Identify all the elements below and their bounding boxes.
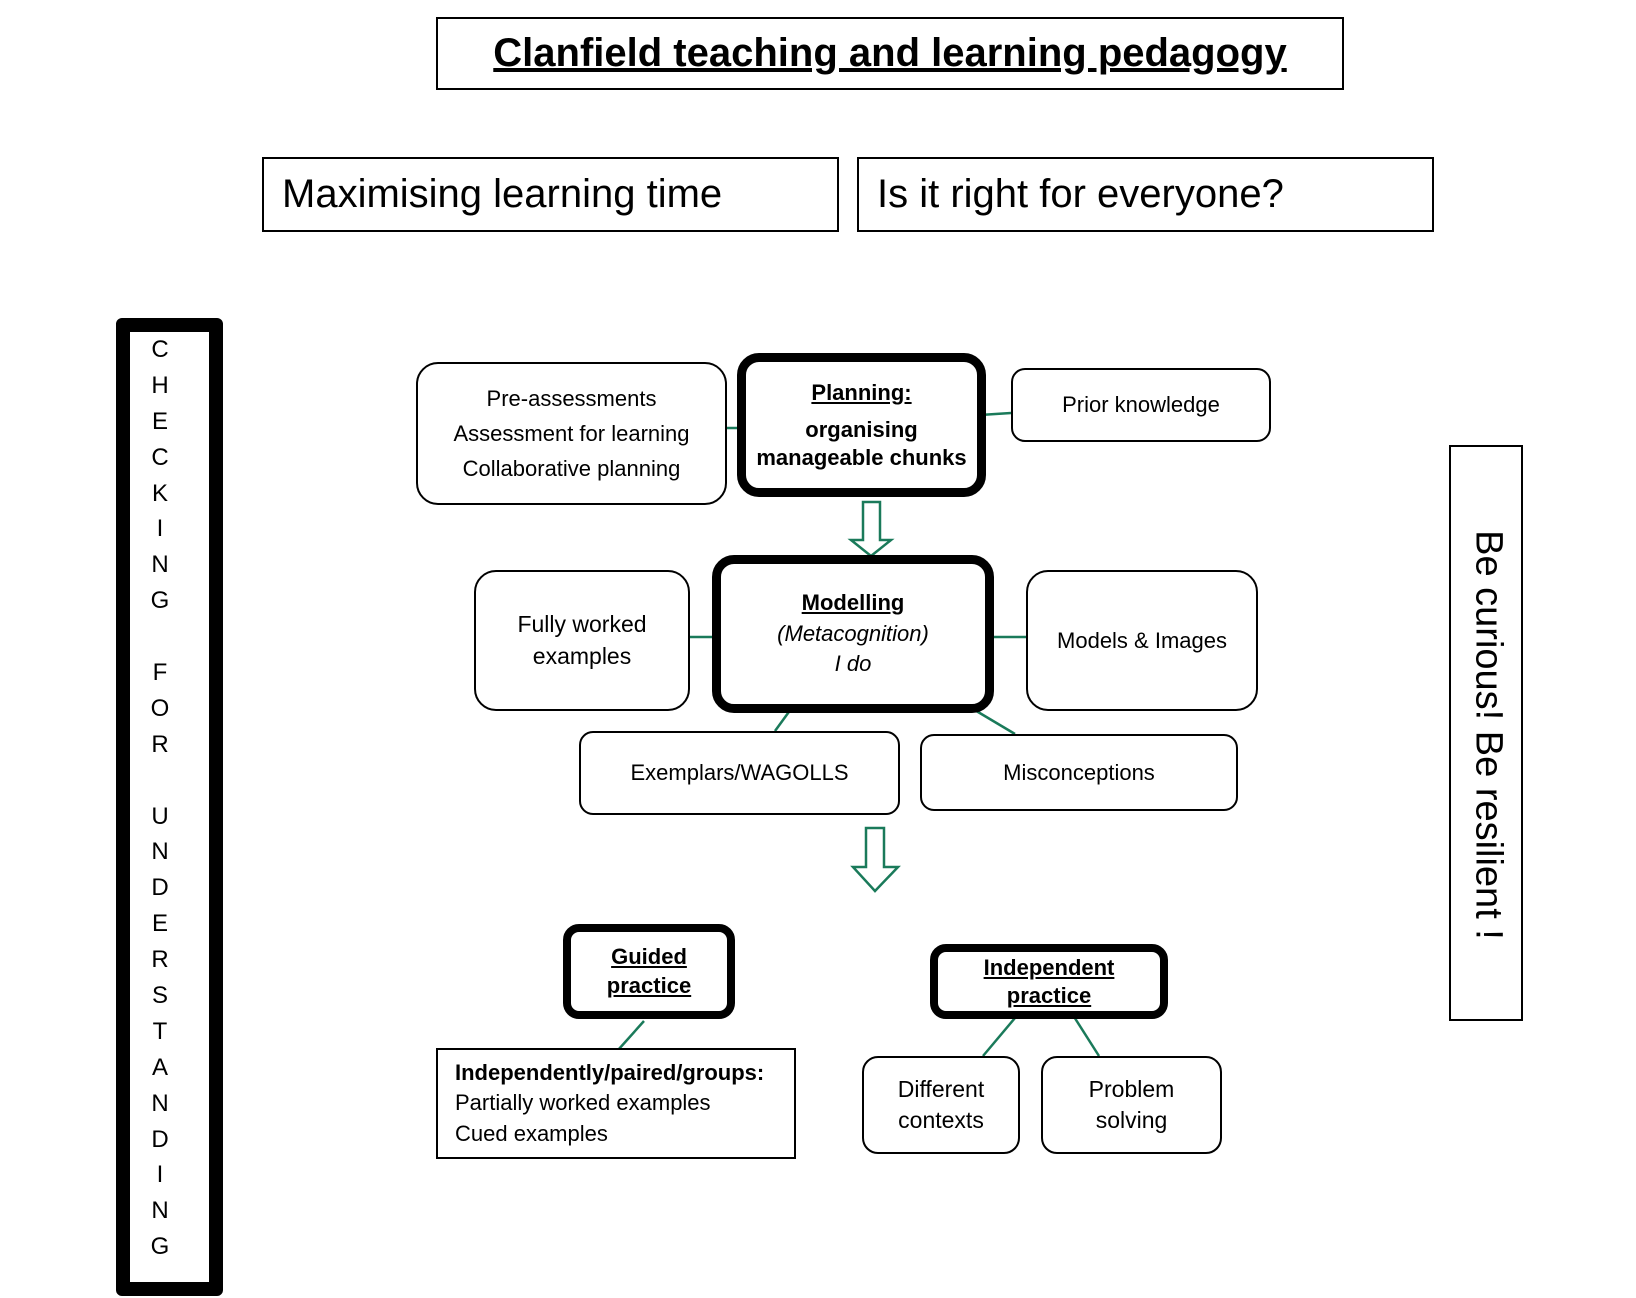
arrow-down-2: [850, 826, 901, 893]
vertical-letter: C: [151, 336, 169, 363]
problem-solving-line: solving: [1095, 1107, 1168, 1133]
header-right-for-everyone-text: Is it right for everyone?: [877, 172, 1284, 216]
vertical-letter: D: [151, 1125, 169, 1153]
page-title: Clanfield teaching and learning pedagogy: [436, 17, 1344, 90]
different-contexts-line: Different: [897, 1075, 985, 1102]
vertical-letter: E: [151, 910, 168, 938]
vertical-letter: U: [151, 802, 169, 830]
models-images-box: Models & Images: [1026, 570, 1258, 711]
fully-worked-examples-box: Fully worked examples: [474, 570, 690, 711]
vertical-letter: C: [151, 443, 169, 471]
different-contexts-box: Different contexts: [862, 1056, 1020, 1154]
guided-title-line1: Guided: [611, 943, 687, 969]
different-contexts-line: contexts: [898, 1107, 984, 1133]
header-maximising: Maximising learning time: [262, 157, 839, 232]
header-right-for-everyone: Is it right for everyone?: [857, 157, 1434, 232]
problem-solving-line: Problem: [1088, 1075, 1175, 1102]
vertical-letter: N: [151, 1197, 169, 1225]
vertical-letter: T: [152, 1017, 168, 1045]
be-curious-box: Be curious! Be resilient !: [1449, 445, 1523, 1021]
vertical-letter: H: [151, 371, 169, 399]
modelling-title: Modelling: [801, 589, 905, 615]
independent-title-line1: Independent: [983, 955, 1115, 980]
prior-knowledge-box: Prior knowledge: [1011, 368, 1271, 442]
guided-practice-box: Guided practice: [563, 924, 735, 1019]
vertical-letter: I: [156, 515, 164, 543]
independent-practice-box: Independent practice: [930, 944, 1168, 1019]
guided-title-line2: practice: [606, 972, 692, 998]
misconceptions-box: Misconceptions: [920, 734, 1238, 811]
vertical-letter: I: [156, 1161, 164, 1189]
fully-worked-line: examples: [532, 642, 632, 669]
modelling-caption: I do: [834, 651, 872, 677]
planning-line2: manageable chunks: [756, 444, 967, 470]
prior-knowledge-text: Prior knowledge: [1062, 392, 1220, 418]
arrow-down-1: [847, 500, 895, 558]
vertical-letter: E: [151, 407, 168, 435]
vertical-letter: G: [150, 1233, 170, 1261]
vertical-letter: N: [151, 838, 169, 866]
guided-detail-heading: Independently/paired/groups:: [455, 1060, 765, 1085]
vertical-letter: F: [152, 659, 168, 687]
planning-title: Planning:: [811, 379, 912, 405]
planning-input-item: Collaborative planning: [462, 456, 681, 482]
planning-box: Planning: organising manageable chunks: [737, 353, 986, 497]
vertical-letter: O: [150, 694, 170, 722]
problem-solving-box: Problem solving: [1041, 1056, 1222, 1154]
planning-input-item: Assessment for learning: [453, 420, 690, 446]
connector-independent-contexts: [982, 1011, 1021, 1057]
exemplars-text: Exemplars/WAGOLLS: [630, 760, 849, 786]
vertical-letter: R: [151, 730, 169, 758]
vertical-letter: R: [151, 946, 169, 974]
header-maximising-text: Maximising learning time: [282, 172, 723, 216]
vertical-letter: G: [150, 587, 170, 615]
exemplars-box: Exemplars/WAGOLLS: [579, 731, 900, 815]
connector-modelling-misconceptions: [972, 707, 1016, 736]
page-title-text: Clanfield teaching and learning pedagogy: [493, 31, 1287, 75]
guided-detail-item: Partially worked examples: [455, 1090, 711, 1116]
misconceptions-text: Misconceptions: [1003, 759, 1155, 785]
guided-detail-box: Independently/paired/groups: Partially w…: [436, 1048, 796, 1159]
vertical-letter: N: [151, 551, 169, 579]
models-images-text: Models & Images: [1057, 627, 1227, 653]
planning-line1: organising: [805, 417, 918, 443]
vertical-letter: A: [151, 1053, 168, 1081]
vertical-letter: N: [151, 1089, 169, 1117]
planning-inputs-box: Pre-assessments Assessment for learning …: [416, 362, 727, 505]
modelling-box: Modelling (Metacognition) I do: [712, 555, 994, 713]
modelling-subtitle: (Metacognition): [777, 620, 929, 646]
fully-worked-line: Fully worked: [517, 611, 647, 638]
vertical-letter: D: [151, 874, 169, 902]
vertical-letter: K: [151, 479, 168, 507]
vertical-letter: S: [151, 982, 168, 1010]
guided-detail-item: Cued examples: [455, 1120, 608, 1146]
connector-independent-problem: [1069, 1011, 1101, 1057]
independent-title-line2: practice: [1006, 982, 1092, 1008]
planning-input-item: Pre-assessments: [486, 385, 657, 411]
